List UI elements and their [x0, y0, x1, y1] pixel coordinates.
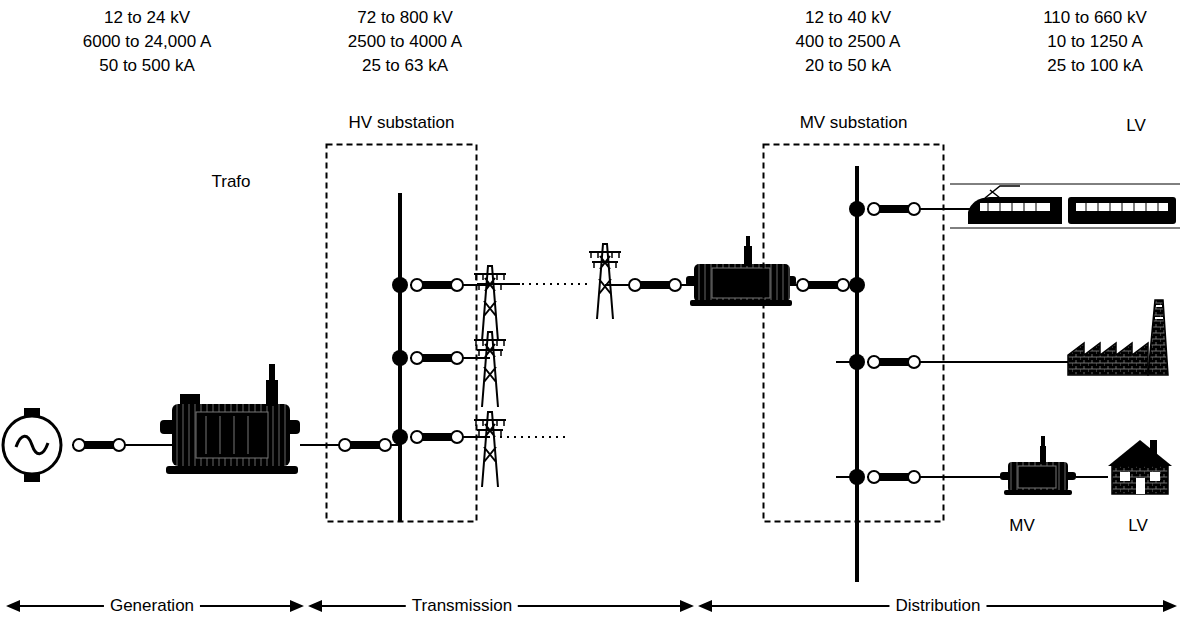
- current-rating: 2500 to 4000 A: [348, 32, 462, 52]
- substation-box: HV substation: [325, 112, 478, 523]
- current-rating: 400 to 2500 A: [796, 32, 901, 52]
- dashed-border: [764, 145, 944, 522]
- current-rating: 6000 to 24,000 A: [83, 32, 212, 52]
- substation-heading: MV substation: [762, 112, 945, 134]
- voltage-rating: 12 to 40 kV: [805, 8, 891, 28]
- component-label: Trafo: [211, 172, 250, 192]
- section-label: Distribution: [889, 596, 986, 616]
- level-label: MV: [1009, 516, 1035, 536]
- dashed-border: [327, 145, 477, 522]
- level-label: LV: [1126, 116, 1146, 136]
- section-label: Generation: [104, 596, 200, 616]
- substation-heading: HV substation: [325, 112, 478, 134]
- short-circuit-rating: 50 to 500 kA: [99, 56, 194, 76]
- voltage-rating: 110 to 660 kV: [1043, 8, 1147, 28]
- short-circuit-rating: 25 to 63 kA: [362, 56, 448, 76]
- current-rating: 10 to 1250 A: [1047, 32, 1142, 52]
- dashed-outline: [325, 143, 478, 523]
- dashed-outline: [762, 143, 945, 523]
- short-circuit-rating: 20 to 50 kA: [805, 56, 891, 76]
- level-label: LV: [1128, 516, 1148, 536]
- section-label: Transmission: [406, 596, 518, 616]
- voltage-rating: 72 to 800 kV: [357, 8, 452, 28]
- voltage-rating: 12 to 24 kV: [104, 8, 190, 28]
- substation-box: MV substation: [762, 112, 945, 523]
- short-circuit-rating: 25 to 100 kA: [1047, 56, 1142, 76]
